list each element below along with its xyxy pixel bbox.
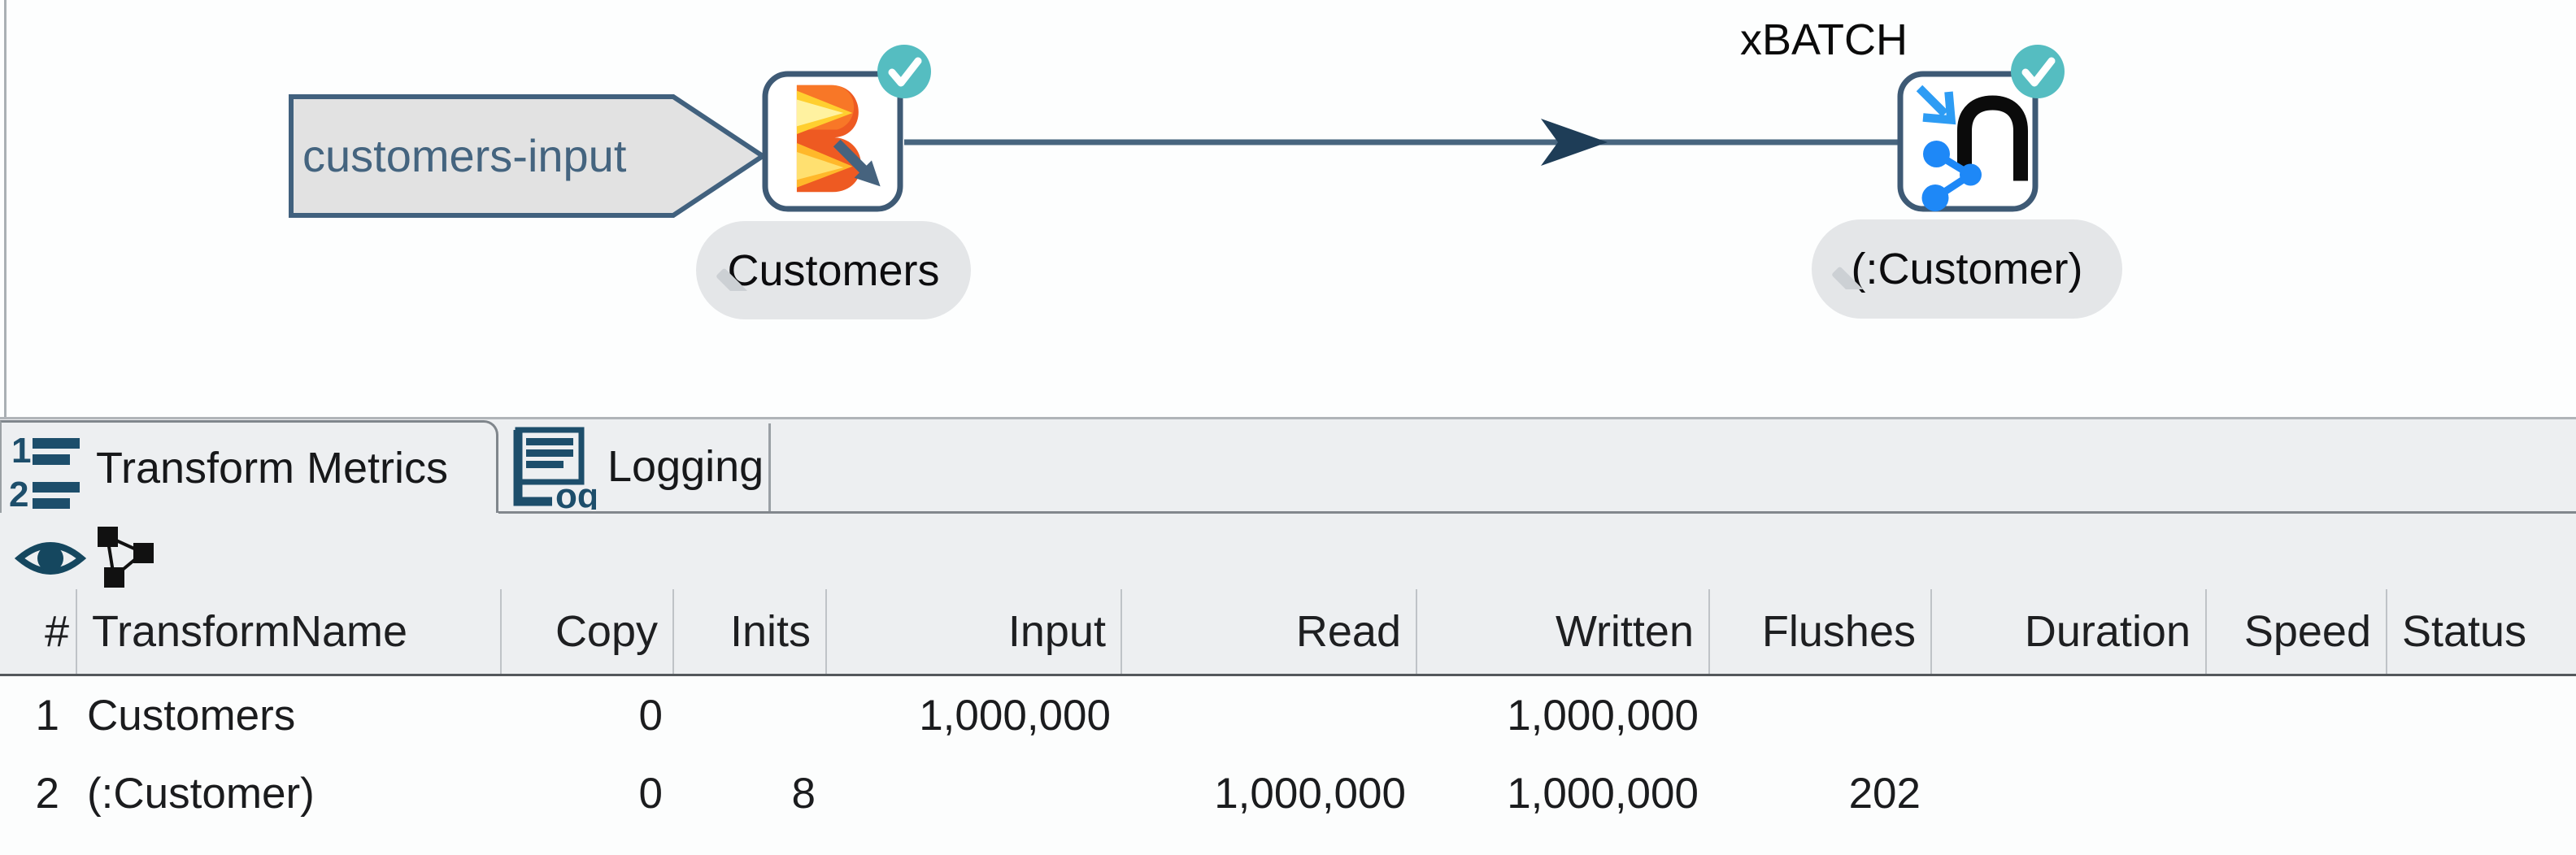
cell-input [827,754,1122,832]
node-annotation-xbatch: xBATCH [1739,15,1908,64]
cell-copy: 0 [638,691,663,740]
graph-topology-icon [98,527,154,588]
cell-read [1122,676,1417,754]
column-header[interactable]: Duration [1932,589,2207,674]
cell-flushes: 202 [1848,769,1921,818]
node-label-customers[interactable]: Customers [696,221,971,319]
transform-node-customers[interactable] [762,45,931,212]
tab-logging[interactable]: og Logging [498,420,769,513]
column-header[interactable]: # [0,589,77,674]
column-header[interactable]: Inits [674,589,827,674]
show-hide-inactive-button[interactable] [14,527,87,594]
cell-duration [1932,676,2207,754]
node-label-customer-graph[interactable]: (:Customer) [1812,219,2122,319]
svg-text:og: og [555,476,596,510]
metrics-table-header: # TransformName Copy Inits Input Read Wr… [0,589,2576,676]
column-header[interactable]: Copy [502,589,674,674]
node-name: Customers [727,245,940,295]
incoming-arrow-glyph [1916,85,1956,125]
column-header[interactable]: TransformName [77,589,502,674]
cell-read: 1,000,000 [1214,769,1406,818]
tab-separator [768,423,771,511]
table-row[interactable]: 1 Customers 0 1,000,000 1,000,000 [0,676,2576,754]
canvas-left-border [4,0,7,417]
svg-text:2: 2 [9,475,28,510]
edit-pencil-icon [716,268,748,291]
column-header[interactable]: Read [1122,589,1417,674]
cell-name: Customers [87,691,296,740]
cell-speed [2207,676,2387,754]
metrics-table-body: 1 Customers 0 1,000,000 1,000,000 2 (:Cu… [0,676,2576,855]
canvas-panel-divider [0,417,2576,419]
cell-num: 1 [35,691,59,740]
cell-inits [674,676,827,754]
cell-inits: 8 [791,769,816,818]
graph-share-glyph [1921,141,1982,211]
numbered-list-icon: 1 2 [9,431,80,510]
success-check-badge [877,45,931,98]
column-header[interactable]: Written [1417,589,1710,674]
cell-num: 2 [35,769,59,818]
input-arrow-glyph [833,139,881,187]
log-document-icon: og [513,427,596,510]
show-pipeline-lineage-button[interactable] [91,520,158,599]
cell-written: 1,000,000 [1507,769,1699,818]
hop-line[interactable] [904,119,1899,166]
tab-label: Logging [607,442,764,491]
cell-copy: 0 [638,769,663,818]
pipeline-canvas[interactable]: customers-input Customers (:Customer) xB… [0,0,2576,417]
transform-node-customer-graph[interactable] [1897,45,2065,212]
cell-input: 1,000,000 [919,691,1111,740]
column-header[interactable]: Input [827,589,1122,674]
pipeline-graphics [289,45,2065,218]
input-hop-label-shape[interactable] [289,94,768,218]
table-row[interactable]: 2 (:Customer) 0 8 1,000,000 1,000,000 20… [0,754,2576,832]
cell-status [2387,754,2576,832]
tab-transform-metrics[interactable]: 1 2 Transform Metrics [0,420,498,513]
edit-pencil-icon [1832,267,1864,289]
cell-flushes [1710,676,1932,754]
cell-written: 1,000,000 [1507,691,1699,740]
success-check-badge [2011,45,2065,98]
beam-transform-icon [796,85,881,193]
hop-arrowhead [1541,119,1608,166]
column-header[interactable]: Flushes [1710,589,1932,674]
eye-icon [14,542,87,575]
node-name: (:Customer) [1851,245,2083,293]
cell-duration [1932,754,2207,832]
column-header[interactable]: Status [2402,607,2527,656]
tab-underline [498,511,2576,514]
cell-speed [2207,754,2387,832]
cell-name: (:Customer) [87,769,315,818]
input-hop-label[interactable]: customers-input [302,130,627,181]
column-header[interactable]: Speed [2207,589,2387,674]
svg-text:1: 1 [11,431,31,471]
cell-status [2387,676,2576,754]
neo4j-transform-icon [1916,85,2028,211]
tab-label: Transform Metrics [96,443,449,493]
